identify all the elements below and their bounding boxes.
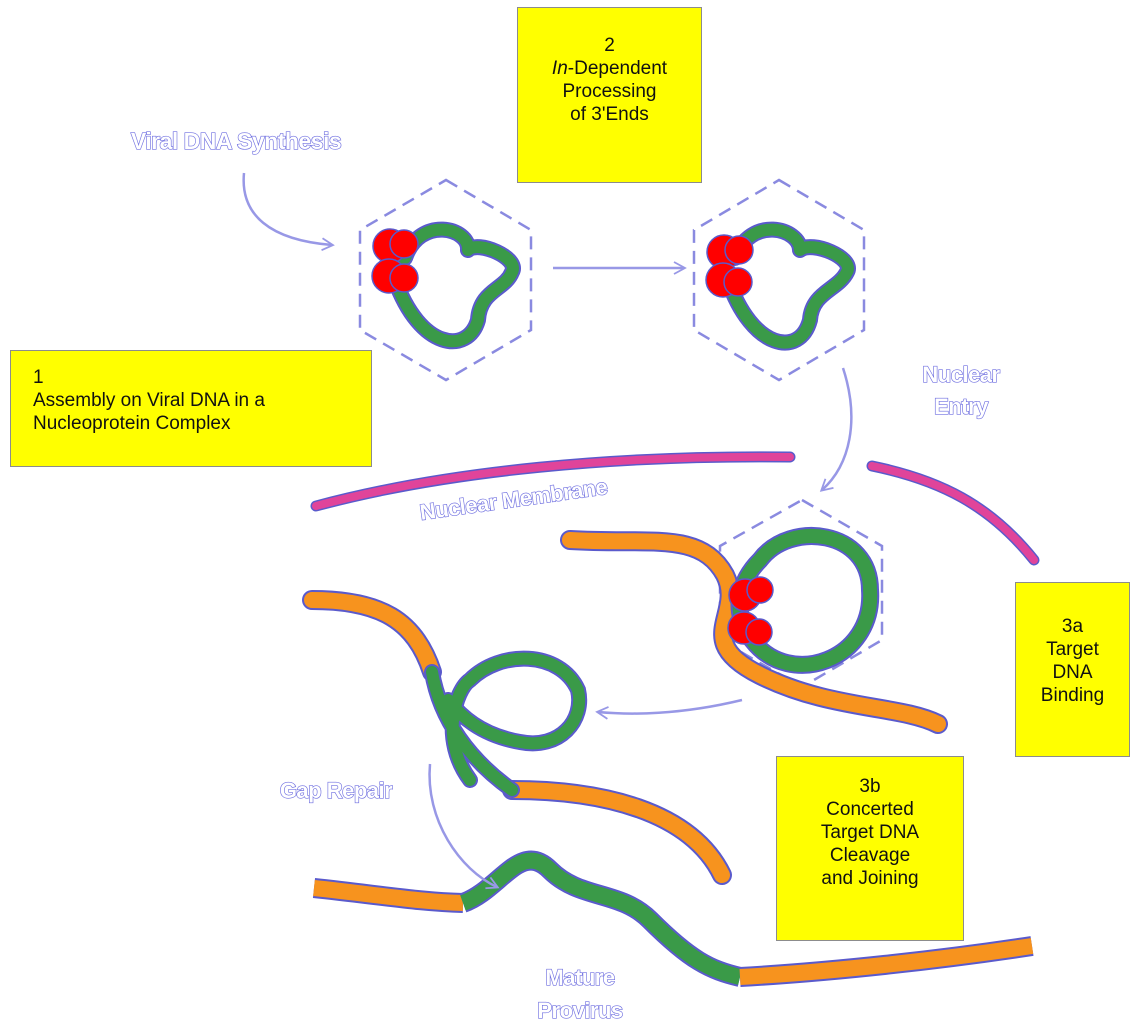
label-viral-dna-synthesis: Viral DNA Synthesis [131, 128, 341, 154]
step-1-line-2: Nucleoprotein Complex [33, 413, 231, 434]
mature-provirus [312, 850, 1034, 987]
strand-transfer-intermediate [302, 590, 732, 885]
pre-integration-complex-1 [358, 178, 533, 382]
pre-integration-complex-2 [692, 178, 866, 382]
label-mature-provirus-line1: Mature [545, 965, 614, 990]
step-3a-number: 3a [1061, 616, 1084, 637]
label-nuclear-entry-line2: Entry [934, 394, 989, 419]
step-2-line-1: In-Dependent [522, 57, 697, 80]
integrase-protein [727, 576, 774, 646]
step-1-line-1: Assembly on Viral DNA in a [33, 390, 265, 411]
step-3b-line-4: and Joining [821, 868, 919, 889]
integrase-protein [705, 234, 754, 298]
integrase-protein [371, 228, 419, 294]
target-binding-complex [560, 498, 948, 734]
arrow-binding-to-joining [595, 698, 743, 720]
label-nuclear-entry-line1: Nuclear [922, 362, 1000, 387]
step-1-box: 1 Assembly on Viral DNA in a Nucleoprote… [10, 350, 372, 467]
arrow-nuclear-entry [819, 367, 853, 492]
nuclear-membrane [310, 451, 1040, 566]
step-2-line-2: Processing [562, 81, 657, 102]
step-3b-line-3: Cleavage [829, 845, 911, 866]
step-2-line-1-rest: -Dependent [567, 58, 668, 79]
step-2-box: 2 In-Dependent Processing of 3'Ends [517, 7, 702, 183]
step-3b-line-2: Target DNA [820, 822, 920, 843]
arrow-synthesis-to-complex [242, 172, 335, 251]
step-3a-line-3: Binding [1040, 685, 1105, 706]
step-1-number: 1 [33, 367, 44, 388]
step-2-line-3: of 3'Ends [570, 104, 649, 125]
label-mature-provirus-line2: Provirus [537, 998, 623, 1023]
step-3a-line-1: Target [1046, 639, 1099, 660]
step-3b-line-1: Concerted [826, 799, 914, 820]
capsid-hexagon [358, 178, 533, 382]
step-3b-box: 3b Concerted Target DNA Cleavage and Joi… [776, 756, 964, 941]
step-2-italic-prefix: In [551, 58, 568, 79]
step-3b-number: 3b [859, 776, 881, 797]
step-3a-box: 3a Target DNA Binding [1015, 582, 1130, 757]
label-gap-repair: Gap Repair [280, 778, 393, 803]
arrow-gap-repair [428, 763, 500, 890]
capsid-hexagon [692, 178, 866, 382]
process-arrows [242, 172, 853, 890]
step-2-number: 2 [604, 35, 615, 56]
step-3a-line-2: DNA [1052, 662, 1093, 683]
